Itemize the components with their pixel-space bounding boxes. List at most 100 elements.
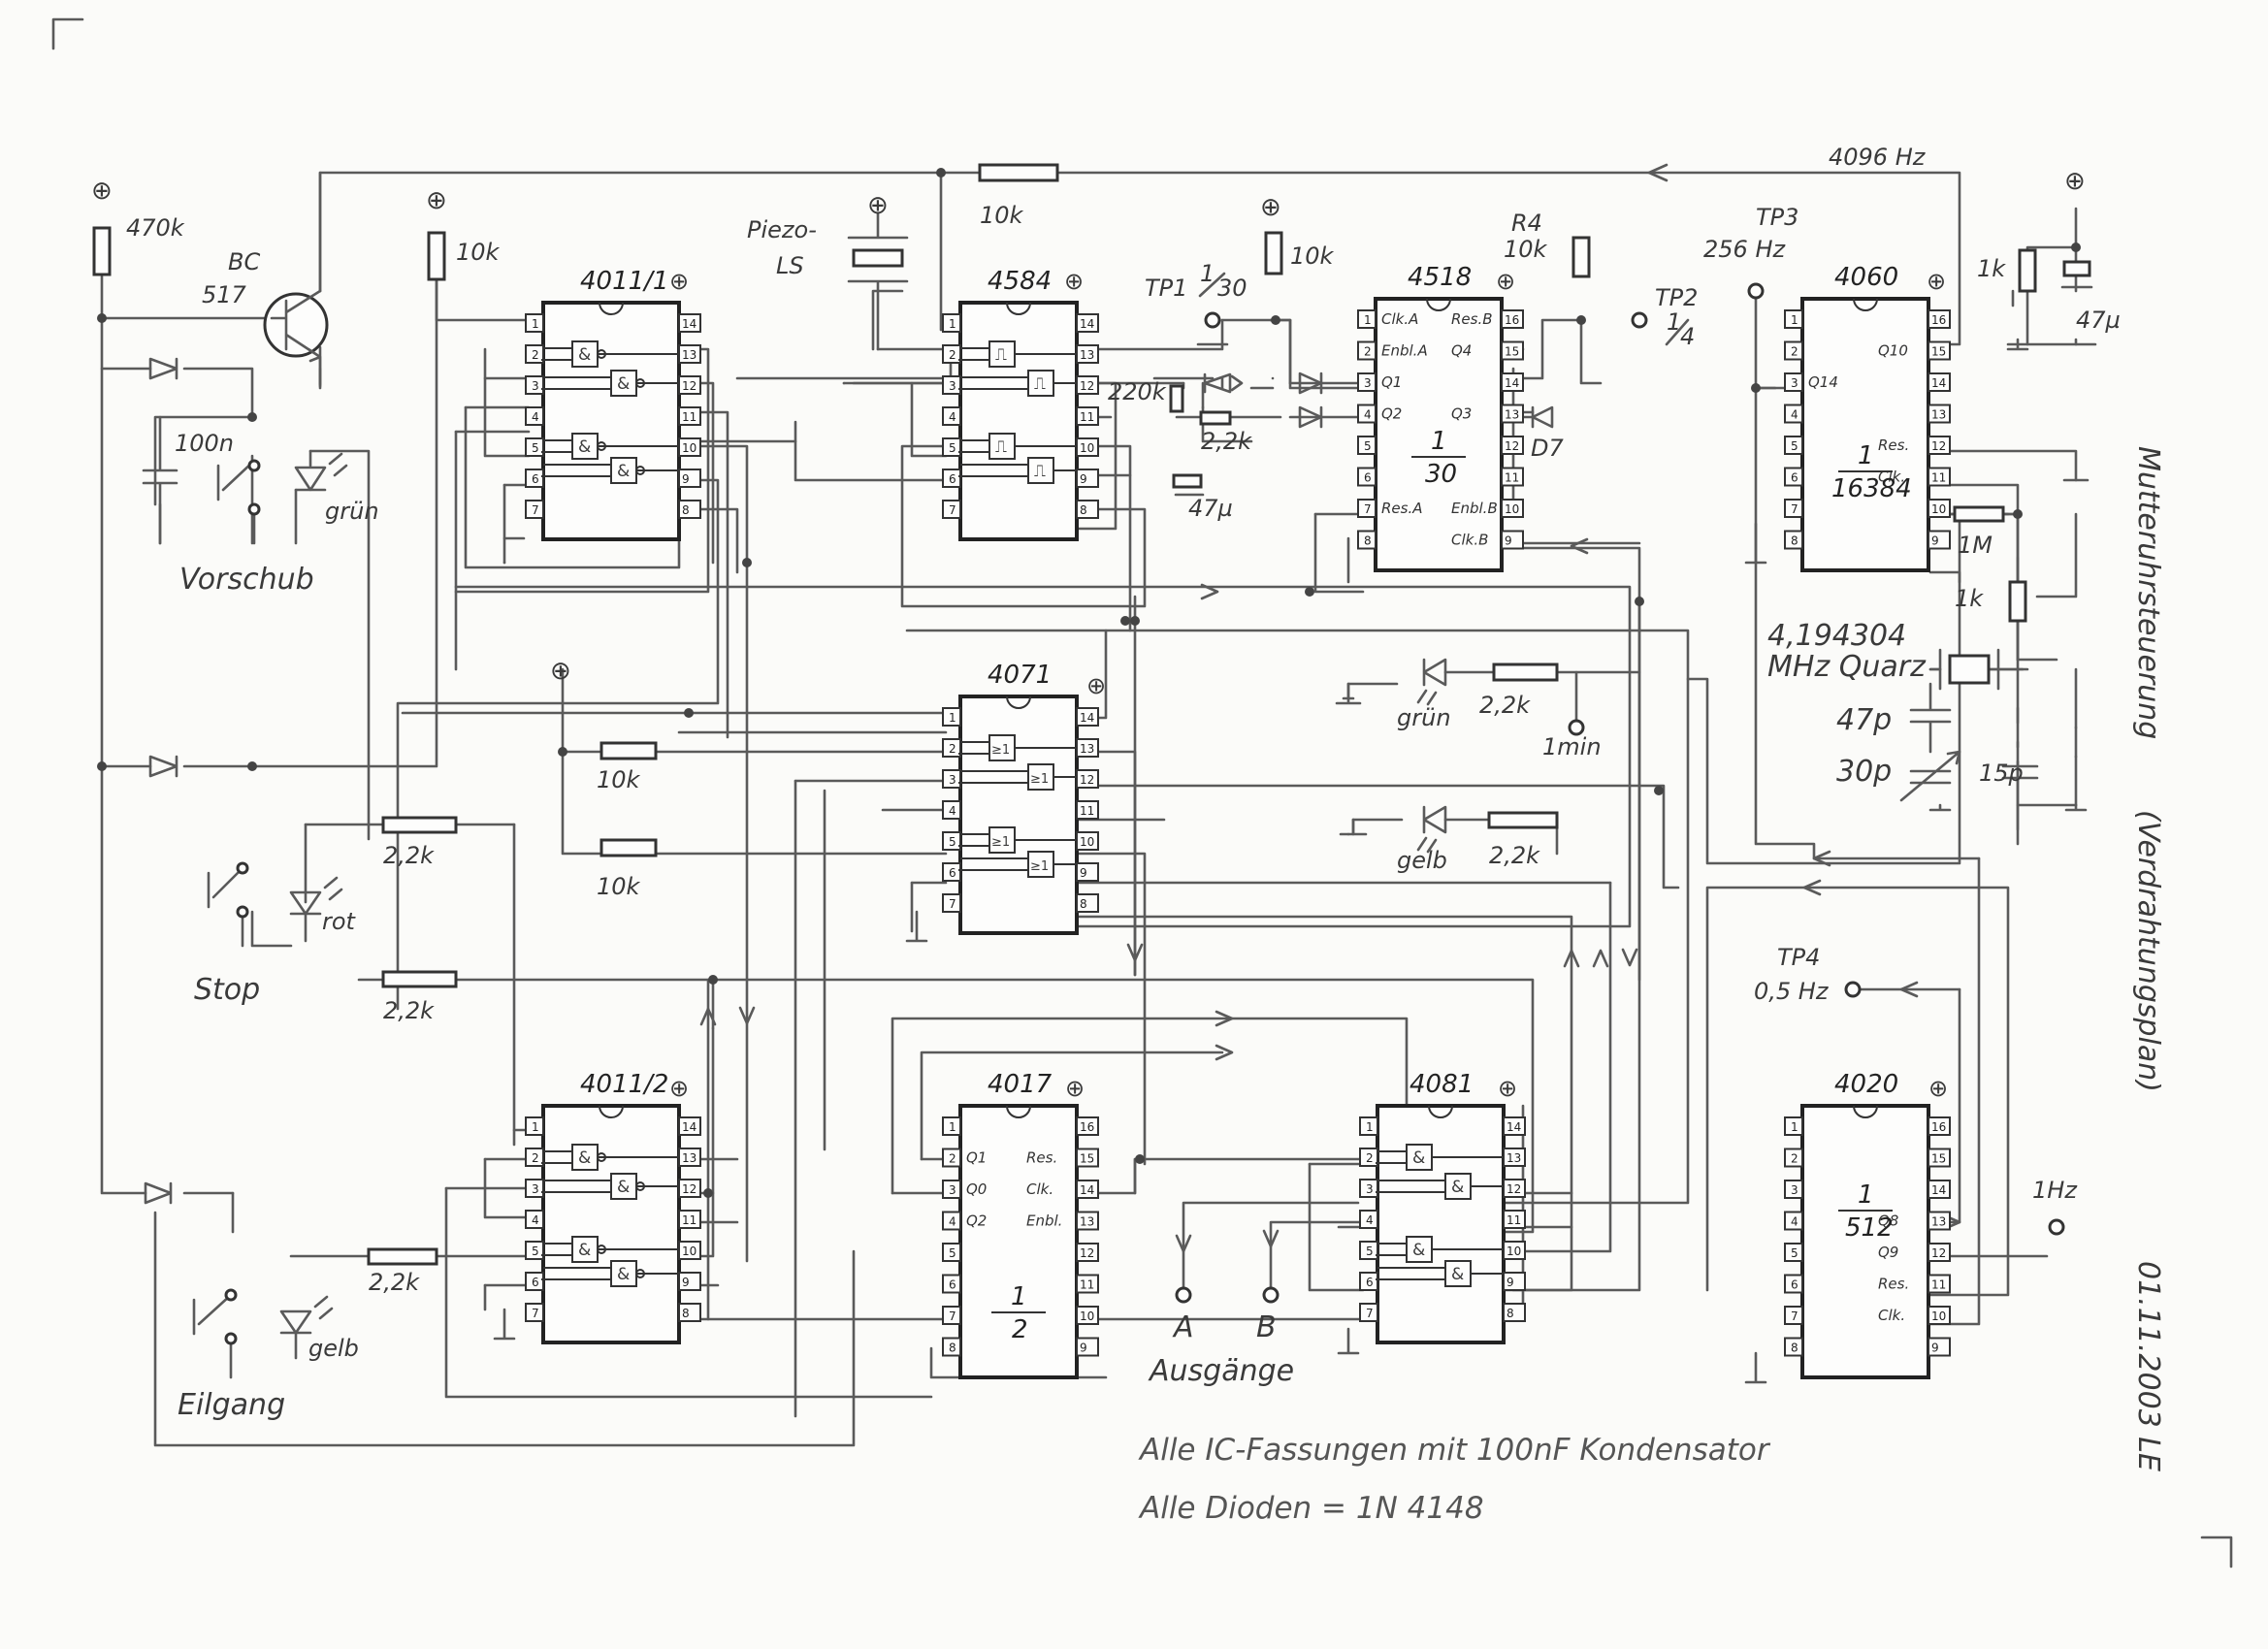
label-r-2k2-stop: 2,2k [383,842,435,869]
label-output-b: B [1256,1310,1277,1344]
svg-text:⎍: ⎍ [1034,374,1046,394]
pin-number: 2 [1791,1152,1798,1166]
label-r-2k2-gruen: 2,2k [1479,692,1531,719]
pin-number: 7 [532,503,539,517]
pin-number: 11 [1931,471,1946,485]
label-led-gruen-right: grün [1397,704,1451,731]
ic-name-label: 4518 [1408,263,1472,292]
label-tp3-freq: 256 Hz [1703,236,1786,263]
signal-arrows [699,163,1961,1253]
label-c-15p: 15p [1979,760,2024,787]
ratio-denominator: 30 [1425,460,1457,489]
pin-number: 5 [532,1245,539,1258]
pin-number: 6 [949,1278,956,1292]
pin-number: 3 [532,379,539,393]
tp4-terminal [1844,981,1862,998]
pin-number: 4 [1366,1213,1374,1227]
svg-text:&: & [617,462,630,481]
power-icon: ⊕ [1260,193,1281,222]
power-symbols: ⊕ ⊕ ⊕ ⊕ ⊕ ⊕ ⊕ ⊕ ⊕ ⊕ ⊕ ⊕ ⊕ ⊕ ⊕ [91,167,2086,1102]
pin-number: 12 [1507,1182,1521,1196]
ratio-numerator: 1 [1858,441,1874,470]
pin-number: 6 [1366,1276,1374,1289]
label-tp2: TP2 [1655,284,1698,311]
pin-number: 16 [1931,1120,1946,1134]
pin-function-label: Q0 [966,1180,987,1198]
leds [279,452,1447,1360]
pin-number: 10 [1507,1245,1521,1258]
pin-number: 8 [1507,1307,1514,1320]
push-switches [192,459,261,1379]
pin-number: 10 [1931,1310,1946,1323]
pin-number: 1 [532,317,539,331]
ic-name-label: 4071 [988,661,1052,690]
pin-number: 2 [949,1152,956,1166]
pin-number: 13 [682,1151,697,1165]
label-r-2k2-mid: 2,2k [383,997,435,1024]
pin-number: 15 [1931,1152,1946,1166]
label-outputs: Ausgänge [1148,1354,1294,1388]
label-r-2k2-small: 2,2k [1201,428,1252,455]
power-icon: ⊕ [91,177,113,206]
pin-number: 16 [1080,1120,1094,1134]
power-icon: ⊕ [1928,1075,1948,1102]
output-b-terminal [1262,1286,1280,1304]
label-switch-eilgang: Eilgang [178,1388,285,1422]
pin-number: 8 [1080,897,1087,911]
svg-text:&: & [1412,1148,1425,1168]
pin-function-label: Q4 [1451,342,1472,360]
label-r-2k2-gelb: 2,2k [1489,842,1540,869]
pin-function-label: Q9 [1878,1244,1898,1261]
label-led-gruen: grün [325,498,379,525]
label-one-min: 1min [1542,733,1602,760]
pin-number: 7 [532,1307,539,1320]
power-icon: ⊕ [1064,268,1084,295]
pin-number: 14 [1080,317,1094,331]
pin-number: 8 [1791,1342,1798,1355]
label-r-10k-or1: 10k [597,766,641,793]
pin-function-label: Q1 [1381,373,1402,391]
label-switch-vorschub: Vorschub [179,563,314,597]
label-c-47p: 47p [1836,703,1892,737]
pin-number: 3 [949,1183,956,1197]
label-led-gelb-right: gelb [1397,847,1447,874]
pin-number: 10 [1080,1310,1094,1323]
output-a-terminal [1175,1286,1192,1304]
note-ic-sockets: Alle IC-Fassungen mit 100nF Kondensator [1138,1433,1771,1468]
transistor-bc517 [263,171,329,388]
pin-number: 9 [1505,534,1512,548]
label-piezo-2: LS [776,252,804,279]
pin-number: 14 [1931,1183,1946,1197]
svg-text:&: & [1451,1265,1464,1284]
label-r-10k-4518: 10k [1290,242,1335,270]
power-icon: ⊕ [2064,167,2086,196]
ic-name-label: 4584 [988,267,1052,296]
label-r-1k-top: 1k [1977,255,2006,282]
pin-number: 9 [1507,1276,1514,1289]
power-icon: ⊕ [867,191,889,220]
pin-function-label: Clk.A [1381,310,1418,328]
pin-number: 6 [1791,1278,1798,1292]
pin-function-label: Clk. [1878,1307,1905,1324]
pin-function-label: Enbl.B [1451,500,1498,517]
pin-number: 8 [949,1342,956,1355]
label-tp4: TP4 [1777,944,1820,971]
pin-number: 6 [949,866,956,880]
pin-number: 1 [532,1120,539,1134]
pin-function-label: Res.A [1381,500,1423,517]
pin-number: 1 [949,1120,956,1134]
pin-number: 3 [949,379,956,393]
ic-name-label: 4060 [1834,263,1898,292]
label-transistor-num: 517 [202,281,247,308]
side-title-sub: (Verdrahtungsplan) [2131,810,2165,1092]
pin-number: 9 [1080,866,1087,880]
ic-name-label: 4017 [988,1070,1053,1099]
pin-number: 5 [1791,1246,1798,1260]
svg-text:≥1: ≥1 [1030,859,1049,874]
wiring [100,171,2097,1447]
pin-number: 12 [1931,1246,1946,1260]
pin-number: 12 [1505,439,1519,453]
